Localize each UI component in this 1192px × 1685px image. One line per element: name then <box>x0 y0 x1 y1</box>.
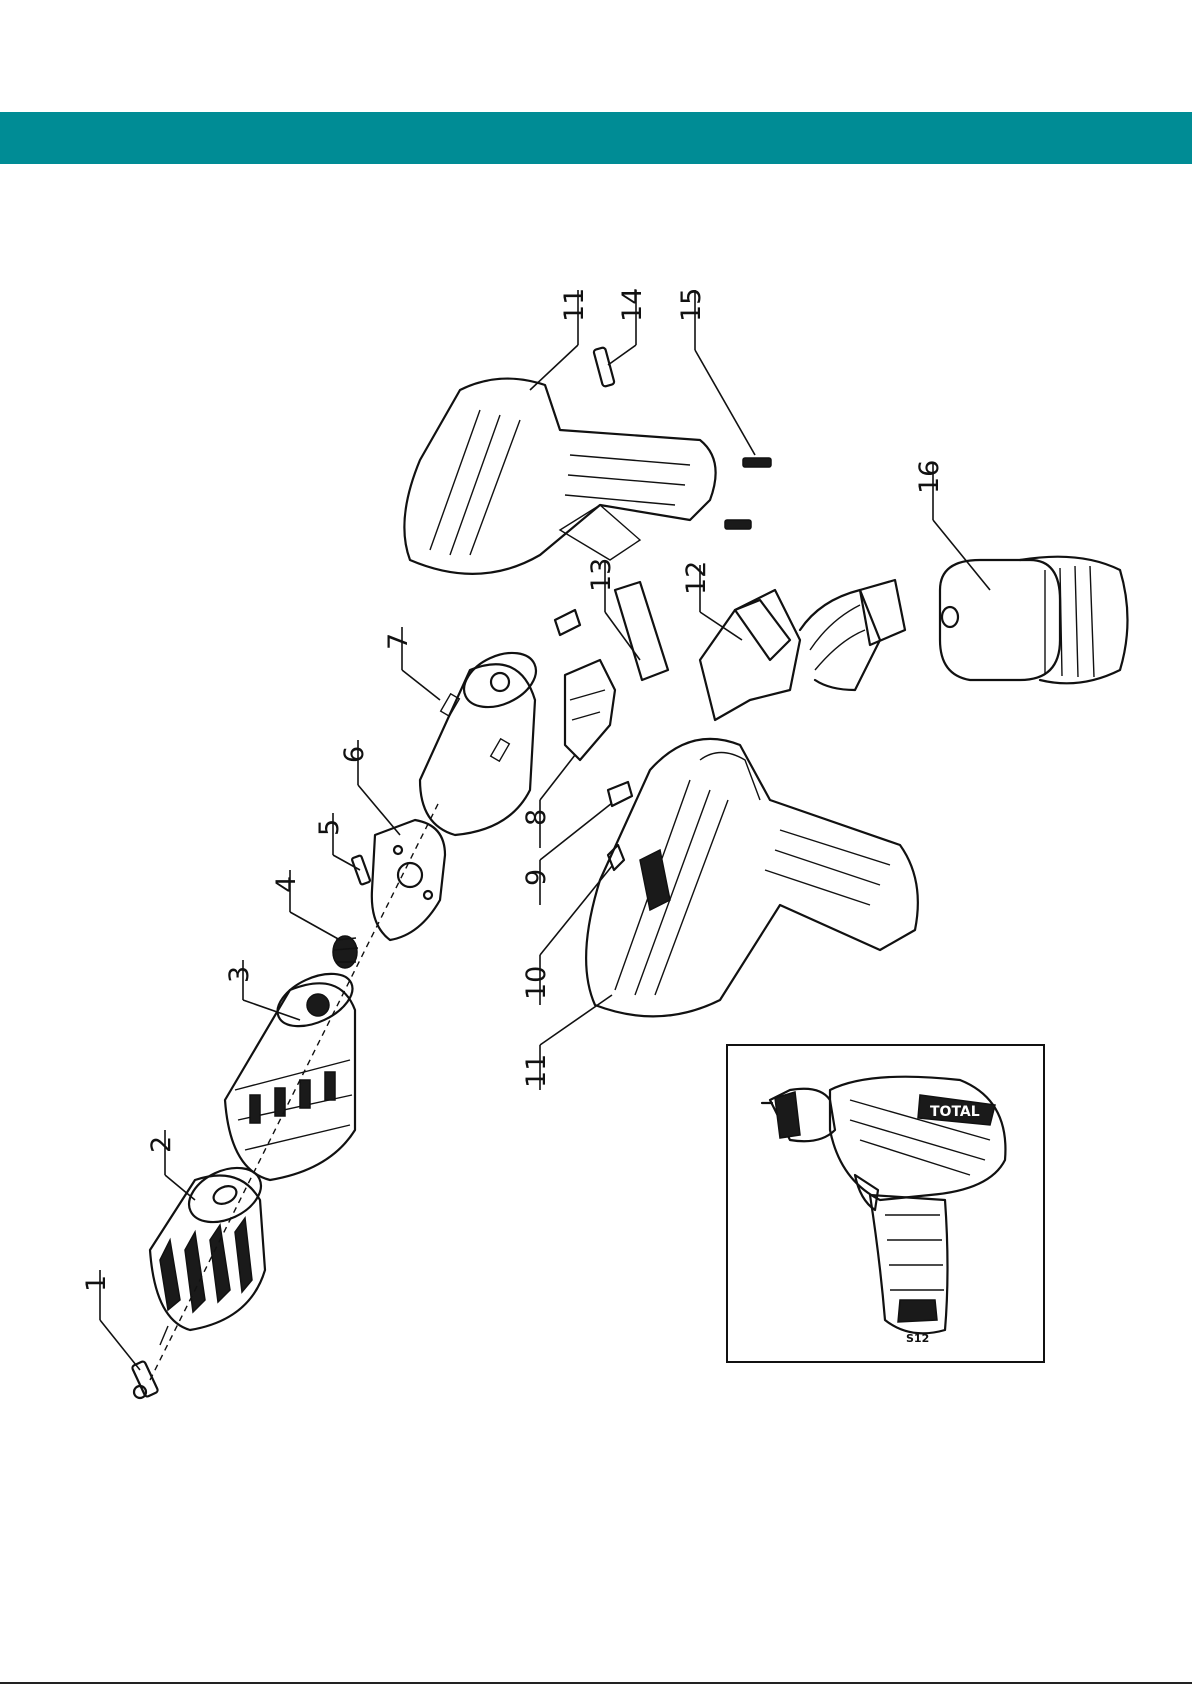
label-13: 13 <box>586 558 617 592</box>
part-6-motor-plate <box>372 820 445 940</box>
footer-rule <box>0 1682 1192 1684</box>
label-9: 9 <box>521 869 552 886</box>
label-7: 7 <box>383 633 414 650</box>
label-16: 16 <box>914 460 945 494</box>
label-12: 12 <box>681 561 712 595</box>
part-8-reversing-switch <box>565 660 615 760</box>
part-7-motor <box>420 642 545 835</box>
inset-brand-text: TOTAL <box>930 1104 980 1120</box>
label-8: 8 <box>521 809 552 826</box>
label-3: 3 <box>224 966 255 983</box>
part-9-contact <box>608 782 632 806</box>
part-13-cover-plate <box>615 582 668 680</box>
part-15-contacts <box>725 458 771 529</box>
part-11-housing-left <box>586 739 918 1017</box>
label-14: 14 <box>617 288 648 322</box>
label-4: 4 <box>271 876 302 893</box>
label-6: 6 <box>339 746 370 763</box>
label-5: 5 <box>314 819 345 836</box>
label-1: 1 <box>81 1275 112 1292</box>
part-1-screw <box>131 1361 158 1398</box>
label-15: 15 <box>676 288 707 322</box>
inset-battery-text: S12 <box>906 1332 929 1345</box>
part-4-pinion-gear <box>333 936 358 968</box>
label-2: 2 <box>146 1136 177 1153</box>
label-11-top: 11 <box>559 288 590 322</box>
assembled-drill-inset: TOTAL S12 <box>727 1045 1044 1362</box>
part-2-chuck <box>150 1157 270 1345</box>
part-5-screw <box>352 855 371 885</box>
part-16-battery <box>940 557 1128 684</box>
label-11-bottom: 11 <box>521 1054 552 1088</box>
part-12-switch-assembly <box>700 580 905 720</box>
part-14-screw <box>593 347 614 387</box>
label-10: 10 <box>521 966 552 1000</box>
part-clip <box>555 610 580 635</box>
part-11-housing-right <box>404 379 715 574</box>
part-3-gearbox <box>225 963 361 1180</box>
